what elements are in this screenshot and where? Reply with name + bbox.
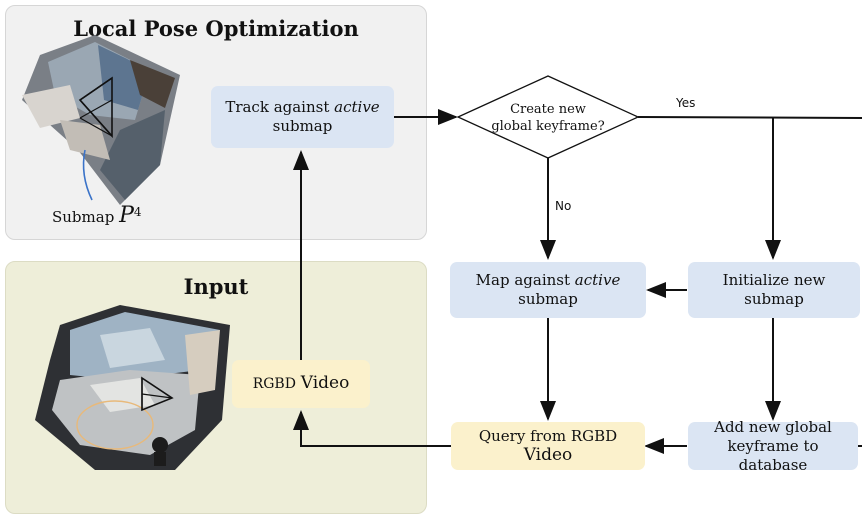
submap-caption-superscript: 4 bbox=[133, 205, 142, 219]
panel-title-local-pose: Local Pose Optimization bbox=[73, 16, 359, 41]
initialize-new-submap-node: Initialize new submap bbox=[688, 262, 860, 318]
flow-arrows bbox=[293, 109, 863, 454]
panel-title-input: Input bbox=[183, 274, 249, 299]
add-global-keyframe-node: Add new global keyframe to database bbox=[688, 418, 858, 474]
track-against-active-submap-node: Track against active submap bbox=[211, 86, 394, 148]
edge-label-no: No bbox=[555, 199, 572, 213]
query-from-rgbd-video-node: Query from RGBD Video bbox=[451, 422, 645, 470]
decision-create-global-keyframe: Create new global keyframe? bbox=[491, 102, 605, 134]
submap-caption-symbol: P bbox=[119, 203, 134, 228]
map-against-active-submap-node: Map against active submap bbox=[450, 262, 646, 318]
submap-reconstruction-image bbox=[22, 35, 180, 205]
submap-caption: Submap P4 bbox=[52, 203, 142, 228]
submap-caption-prefix: Submap bbox=[52, 208, 115, 226]
input-reconstruction-image bbox=[35, 305, 230, 470]
rgbd-video-node: RGBD Video bbox=[232, 360, 370, 408]
edge-label-yes: Yes bbox=[676, 96, 696, 110]
